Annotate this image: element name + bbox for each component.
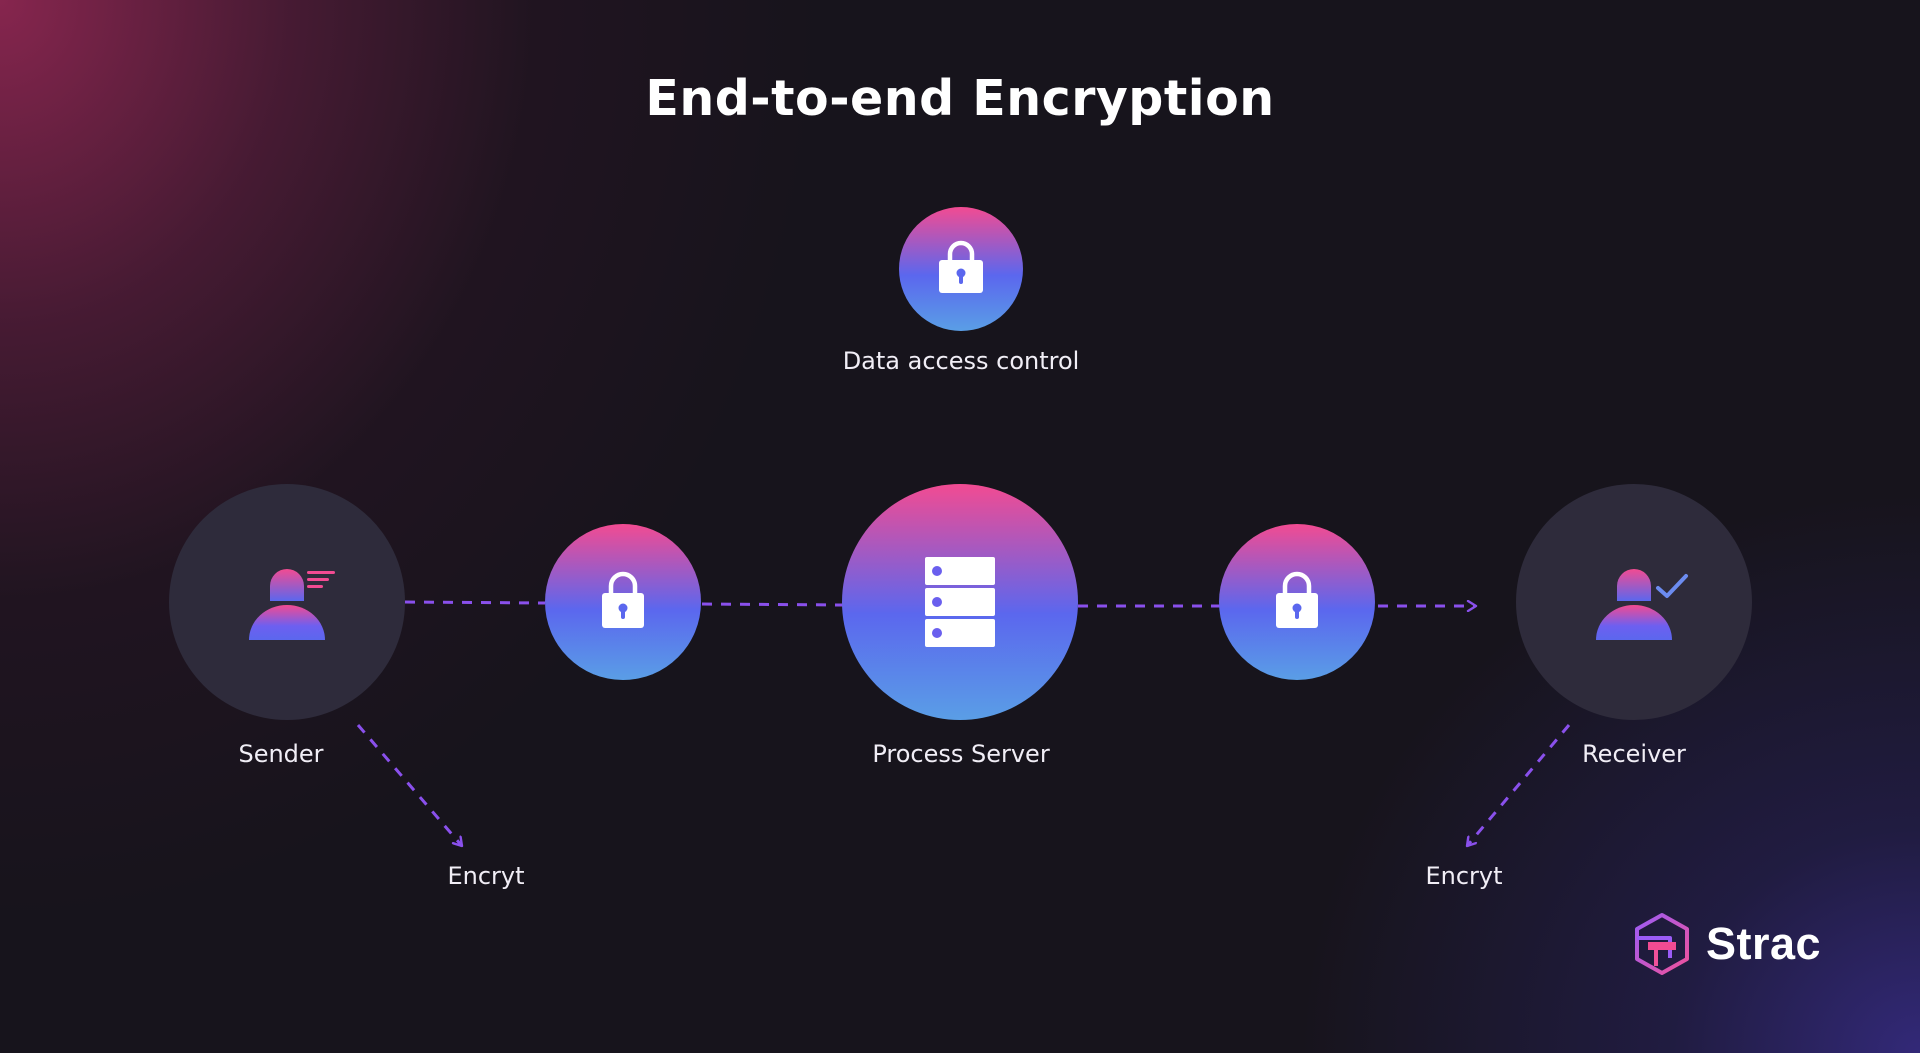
process-server-label: Process Server: [872, 740, 1050, 768]
process-server-node: [842, 484, 1078, 720]
connector-receiver-to-encrypt: [1467, 724, 1571, 846]
connector-lock-to-server: [701, 602, 844, 607]
connector-sender-to-encrypt: [356, 724, 462, 846]
user-check-icon: [1596, 569, 1688, 640]
sender-lock-node: [545, 524, 701, 680]
sender-encrypt-label: Encryt: [447, 862, 525, 890]
lock-icon: [1276, 571, 1318, 628]
access-control-node: [899, 207, 1023, 331]
connectors: [356, 600, 1571, 846]
strac-logo: [1635, 913, 1689, 975]
brand: Strac: [1632, 912, 1821, 976]
sender-node: [169, 484, 405, 720]
brand-name: Strac: [1706, 918, 1822, 969]
lock-icon: [939, 240, 983, 293]
lock-icon: [602, 571, 644, 628]
strac-logo-slot: [1632, 912, 1694, 976]
receiver-node: [1516, 484, 1752, 720]
page-title: End-to-end Encryption: [645, 70, 1275, 127]
user-sending-icon: [249, 569, 335, 640]
sender-label: Sender: [238, 740, 324, 768]
receiver-label: Receiver: [1582, 740, 1686, 768]
access-control-label: Data access control: [842, 347, 1080, 375]
receiver-lock-node: [1219, 524, 1375, 680]
receiver-encrypt-label: Encryt: [1425, 862, 1503, 890]
connector-sender-to-lock: [404, 600, 546, 605]
server-icon: [925, 557, 995, 647]
